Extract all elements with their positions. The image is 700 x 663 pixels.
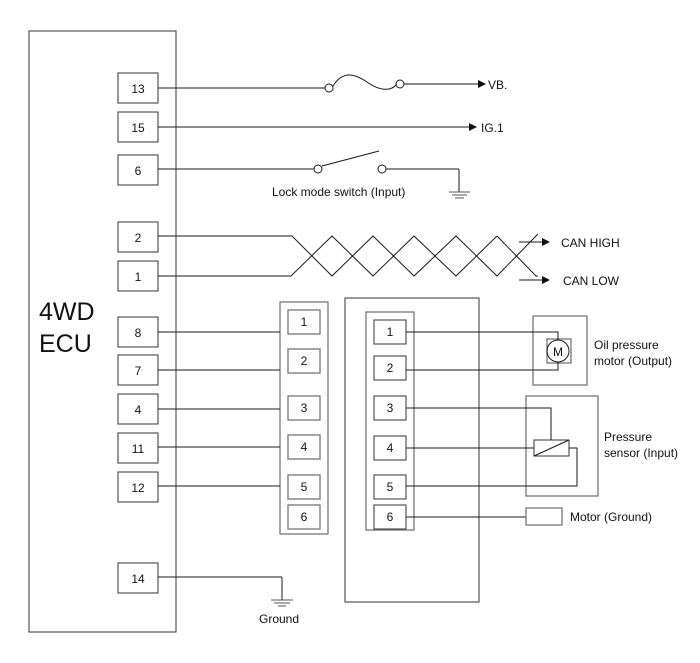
pressure-sensor-label-1: Pressure (604, 430, 652, 444)
switch-terminal-left (313, 164, 323, 174)
svg-text:12: 12 (131, 481, 145, 495)
ecu-title-line2: ECU (39, 330, 92, 358)
middle-pin-6: 6 (287, 504, 321, 530)
fuse-terminal-left (324, 83, 334, 93)
can-high-wire (158, 233, 539, 277)
ground-label: Ground (259, 612, 299, 626)
svg-text:7: 7 (135, 364, 142, 378)
svg-text:11: 11 (132, 442, 145, 456)
can-low-line: CAN LOW (519, 274, 620, 288)
actuator-pin-1: 1 (373, 319, 407, 345)
middle-pin-5: 5 (287, 474, 321, 500)
ecu-pin-14: 14 (117, 562, 159, 594)
svg-text:1: 1 (301, 315, 308, 329)
motor-ground: Motor (Ground) (406, 507, 652, 526)
svg-text:3: 3 (301, 401, 308, 415)
oil-pressure-motor: M Oil pressure motor (Output) (406, 315, 672, 386)
svg-text:5: 5 (387, 480, 394, 494)
svg-text:3: 3 (387, 401, 394, 415)
ecu-pin-11: 11 (117, 432, 159, 464)
svg-text:1: 1 (387, 325, 394, 339)
middle-pin-2: 2 (287, 348, 321, 374)
ecu-pin-13: 13 (117, 72, 159, 104)
svg-text:5: 5 (301, 480, 308, 494)
can-twisted-pair (158, 233, 539, 277)
vb-circuit: VB. (158, 74, 507, 93)
svg-text:1: 1 (135, 270, 142, 284)
can-high-label: CAN HIGH (561, 236, 620, 250)
can-high-arrow-icon (542, 238, 550, 246)
lock-switch-circuit: Lock mode switch (Input) (158, 150, 470, 199)
lock-switch-label: Lock mode switch (Input) (272, 185, 405, 199)
svg-text:13: 13 (131, 82, 145, 96)
ig1-arrow-icon (469, 123, 477, 131)
motor-symbol: M (553, 345, 563, 359)
ground-icon (271, 599, 293, 607)
actuator-pin-5: 5 (373, 474, 407, 500)
ecu-pin-7: 7 (117, 354, 159, 386)
pressure-sensor: Pressure sensor (Input) (406, 395, 678, 497)
actuator-pin-6: 6 (373, 504, 407, 530)
svg-text:2: 2 (387, 361, 394, 375)
ig1-label: IG.1 (481, 121, 504, 135)
pressure-sensor-label-2: sensor (Input) (604, 446, 678, 460)
svg-text:15: 15 (131, 121, 145, 135)
ecu-pin-1: 1 (117, 260, 159, 292)
svg-text:6: 6 (387, 510, 394, 524)
oil-pressure-motor-label-2: motor (Output) (594, 354, 672, 368)
svg-text:4: 4 (135, 403, 142, 417)
middle-pin-3: 3 (287, 395, 321, 421)
ecu-pin-2: 2 (117, 221, 159, 253)
actuator-pin-2: 2 (373, 355, 407, 381)
actuator-pin-3: 3 (373, 395, 407, 421)
ig1-circuit: IG.1 (158, 121, 504, 135)
can-low-arrow-icon (542, 276, 550, 284)
middle-pin-1: 1 (287, 309, 321, 335)
ecu-pin-15: 15 (117, 111, 159, 143)
can-high-line: CAN HIGH (519, 236, 620, 250)
svg-text:2: 2 (301, 354, 308, 368)
ecu-pin-4: 4 (117, 393, 159, 425)
svg-text:4: 4 (301, 440, 308, 454)
vb-arrow-icon (478, 80, 486, 88)
fuse-terminal-right (395, 79, 405, 89)
middle-pin-4: 4 (287, 434, 321, 460)
can-low-label: CAN LOW (563, 274, 620, 288)
vb-label: VB. (488, 78, 507, 92)
switch-terminal-right (377, 164, 387, 174)
ecu-pin-8: 8 (117, 316, 159, 348)
fuse-icon (332, 74, 397, 90)
svg-text:4: 4 (387, 441, 394, 455)
svg-text:8: 8 (135, 326, 142, 340)
ecu-to-connector-wires (158, 331, 280, 487)
svg-text:14: 14 (131, 572, 145, 586)
motor-ground-label: Motor (Ground) (570, 510, 652, 524)
ecu-pin-6: 6 (117, 154, 159, 186)
svg-text:2: 2 (135, 231, 142, 245)
svg-text:6: 6 (135, 164, 142, 178)
svg-text:6: 6 (301, 510, 308, 524)
ecu-title-line1: 4WD (39, 298, 95, 326)
ground-icon (449, 191, 470, 199)
switch-blade-icon (321, 150, 380, 167)
ground-circuit: Ground (158, 576, 299, 626)
ecu-pin-12: 12 (117, 471, 159, 503)
actuator-pin-4: 4 (373, 435, 407, 461)
oil-pressure-motor-label-1: Oil pressure (594, 338, 659, 352)
